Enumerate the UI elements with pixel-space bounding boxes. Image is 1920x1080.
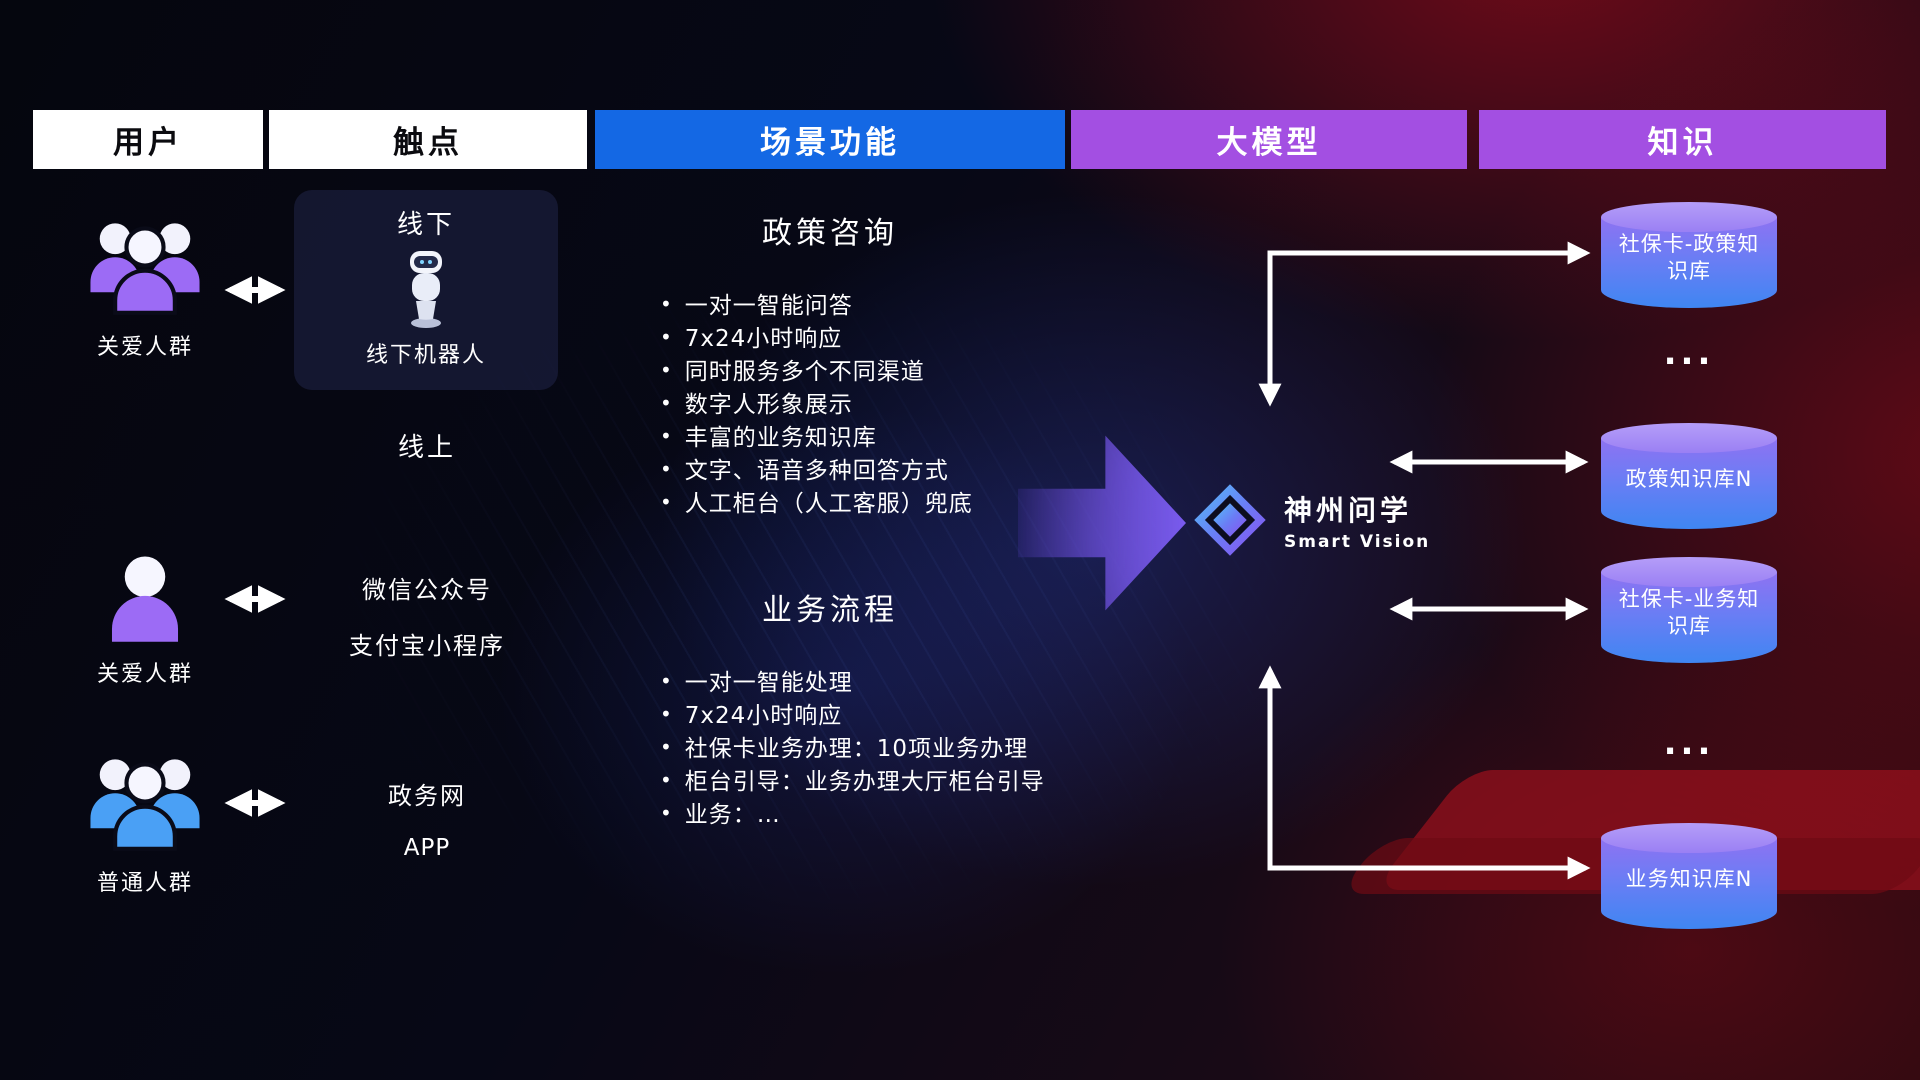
model-subtitle: Smart Vision	[1284, 532, 1431, 552]
column-header-model: 大模型	[1071, 110, 1467, 169]
user-label: 普通人群	[96, 871, 193, 896]
model-name: 神州问学	[1284, 494, 1413, 527]
scenario-item: 一对一智能问答	[660, 290, 1100, 323]
kb-label: 政策知识库N	[1625, 466, 1753, 491]
scenario-item: 柜台引导：业务办理大厅柜台引导	[660, 766, 1100, 799]
user-group-care-2: 关爱人群	[50, 548, 240, 688]
scenario-item: 数字人形象展示	[660, 389, 1100, 422]
offline-robot-label: 线下机器人	[365, 343, 486, 368]
channel-alipay: 支付宝小程序	[349, 632, 505, 660]
offline-touchpoint-card: 线下 线下机器人	[294, 190, 558, 390]
channel-gov-web: 政务网	[388, 782, 466, 810]
scenario-business-process: 业务流程 一对一智能处理 7x24小时响应 社保卡业务办理：10项业务办理 柜台…	[660, 585, 1100, 832]
column-header-scenarios: 场景功能	[595, 110, 1065, 169]
scenario-feature-list: 一对一智能问答 7x24小时响应 同时服务多个不同渠道 数字人形象展示 丰富的业…	[660, 290, 1100, 521]
scenario-title: 业务流程	[762, 593, 898, 628]
person-icon	[111, 556, 179, 642]
kb-business-n: 业务知识库N	[1601, 823, 1777, 929]
kb-label: 社保卡-业务知识库	[1618, 587, 1760, 638]
kb-policy-social-card: 社保卡-政策知识库	[1601, 202, 1777, 308]
column-header-knowledge: 知识	[1479, 110, 1886, 169]
kb-business-social-card: 社保卡-业务知识库	[1601, 557, 1777, 663]
scenario-item: 人工柜台（人工客服）兜底	[660, 488, 1100, 521]
scenario-item: 一对一智能处理	[660, 667, 1100, 700]
kb-ellipsis: ...	[1663, 723, 1715, 763]
robot-icon	[403, 249, 449, 333]
group-icon	[90, 759, 200, 851]
online-title: 线上	[397, 433, 456, 463]
column-header-touchpoints: 触点	[269, 110, 587, 169]
scenario-title: 政策咨询	[762, 216, 898, 251]
column-header-users: 用户	[33, 110, 263, 169]
scenario-item: 同时服务多个不同渠道	[660, 356, 1100, 389]
kb-policy-n: 政策知识库N	[1601, 423, 1777, 529]
kb-label: 业务知识库N	[1625, 866, 1753, 891]
scenario-feature-list: 一对一智能处理 7x24小时响应 社保卡业务办理：10项业务办理 柜台引导：业务…	[660, 667, 1100, 832]
kb-label: 社保卡-政策知识库	[1618, 232, 1760, 283]
channel-wechat: 微信公众号	[362, 576, 492, 604]
scenario-item: 7x24小时响应	[660, 700, 1100, 733]
channel-app: APP	[403, 835, 451, 861]
scenario-policy-consulting: 政策咨询 一对一智能问答 7x24小时响应 同时服务多个不同渠道 数字人形象展示…	[660, 208, 1100, 521]
offline-title: 线下	[396, 210, 455, 240]
scenario-item: 业务：…	[660, 799, 1100, 832]
scenario-item: 7x24小时响应	[660, 323, 1100, 356]
kb-ellipsis: ...	[1663, 333, 1715, 373]
user-label: 关爱人群	[96, 335, 193, 360]
user-group-care-1: 关爱人群	[50, 212, 240, 361]
scenario-item: 社保卡业务办理：10项业务办理	[660, 733, 1100, 766]
scenario-item: 丰富的业务知识库	[660, 422, 1100, 455]
model-logo-block: 神州问学 Smart Vision	[1192, 482, 1430, 558]
user-label: 关爱人群	[96, 662, 193, 687]
user-group-general: 普通人群	[50, 748, 240, 897]
scenario-item: 文字、语音多种回答方式	[660, 455, 1100, 488]
diamond-logo-icon	[1194, 484, 1266, 556]
group-icon	[90, 223, 200, 315]
